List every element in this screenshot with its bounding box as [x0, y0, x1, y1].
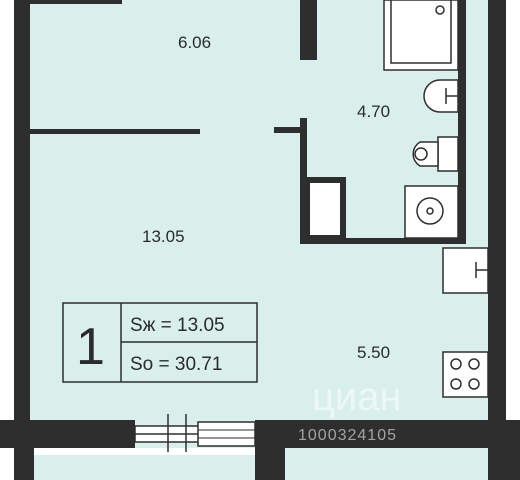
- watermark-brand: циан: [312, 375, 402, 419]
- wall-bath-top-stub: [274, 127, 302, 133]
- room-area-living: 13.05: [142, 227, 185, 246]
- outside-area-right: [505, 0, 520, 480]
- wall-bath-corner: [466, 0, 488, 244]
- shower-tray: [383, 0, 459, 71]
- area-legend: 1 Sж = 13.05 So = 30.71: [62, 302, 258, 383]
- balcony-wall-right: [255, 448, 285, 480]
- wall-kitchen-bath-stub: [300, 0, 317, 60]
- living-area-value: Sж = 13.05: [130, 315, 225, 336]
- wall-top-stub: [30, 0, 122, 4]
- cooktop: [442, 351, 489, 398]
- shaft-box: [304, 177, 346, 241]
- room-area-kitchen: 6.06: [178, 33, 211, 52]
- window: [134, 414, 256, 452]
- wall-bottom-far-right: [488, 420, 520, 480]
- wall-bath-right: [458, 0, 466, 244]
- wall-right: [488, 0, 506, 420]
- room-area-bathroom: 4.70: [357, 102, 390, 121]
- watermark-id: 1000324105: [298, 427, 397, 444]
- washing-machine: [404, 185, 459, 239]
- balcony-wall-left: [14, 448, 34, 480]
- total-area-value: So = 30.71: [130, 354, 222, 375]
- balcony-strip: [34, 448, 255, 455]
- toilet: [412, 136, 459, 172]
- wall-bottom-left: [0, 420, 135, 448]
- rooms-count: 1: [76, 318, 105, 376]
- room-area-hall: 5.50: [357, 343, 390, 362]
- wall-left: [14, 0, 30, 420]
- wall-kitchen-living: [30, 129, 200, 134]
- wall-bath-bottom: [300, 238, 488, 244]
- wall-bath-left: [300, 118, 307, 244]
- wall-bottom-right: [255, 420, 520, 448]
- watermark: циан 1000324105: [298, 375, 402, 444]
- washbasin: [423, 79, 459, 113]
- outside-area: [0, 0, 14, 480]
- balcony-floor: [34, 455, 255, 480]
- kitchen-sink: [442, 247, 489, 294]
